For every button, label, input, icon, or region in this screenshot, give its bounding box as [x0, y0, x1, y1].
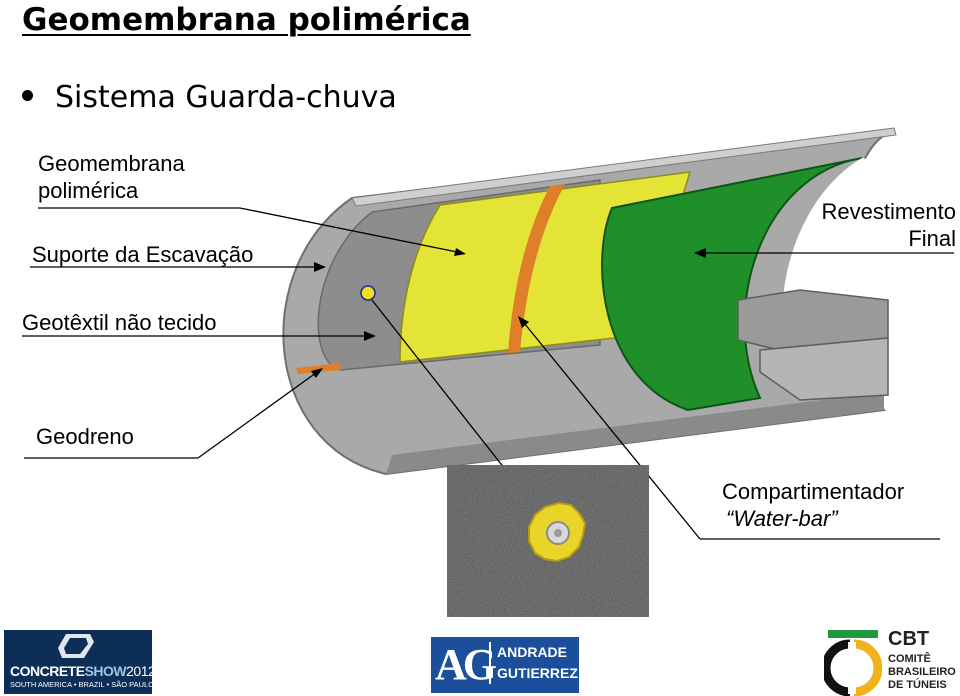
label-waterbar: “Water-bar” [726, 506, 838, 531]
leader-geomembrana-diag [239, 207, 463, 254]
geotextile-fixing-disc [360, 285, 376, 301]
label-suporte: Suporte da Escavação [32, 242, 254, 267]
andrade-gutierrez-logo: AG ANDRADE GUTIERREZ [431, 637, 579, 693]
arrowhead-geotextil [364, 331, 376, 341]
cbt-emblem-icon [824, 630, 882, 696]
concrete-show-wordmark: CONCRETESHOW2012 [10, 663, 152, 679]
arrowhead-geodreno [311, 368, 323, 378]
label-revestimento-line2: Final [908, 226, 956, 251]
bullet-dot-icon [22, 90, 33, 101]
bullet-item: Sistema Guarda-chuva [22, 80, 397, 115]
invert-step [759, 337, 889, 401]
ag-wordmark: ANDRADE GUTIERREZ [489, 642, 579, 684]
cbt-acronym: CBT [888, 628, 930, 650]
label-compartimentador: Compartimentador “Water-bar” [722, 478, 904, 532]
label-revestimento-line1: Revestimento [821, 199, 956, 224]
leader-geodreno-diag [197, 369, 321, 459]
label-geotextil: Geotêxtil não tecido [22, 310, 217, 335]
concrete-show-tagline: SOUTH AMERICA • BRAZIL • SÃO PAULO [10, 680, 152, 689]
cbt-wordmark: COMITÊ BRASILEIRO DE TÚNEIS [888, 653, 956, 691]
label-compartimentador-line1: Compartimentador [722, 479, 905, 504]
arrowhead-geomembrana [454, 248, 466, 256]
arrowhead-suporte [314, 262, 326, 272]
label-revestimento: Revestimento Final [790, 198, 956, 252]
page-title: Geomembrana polimérica [22, 2, 471, 38]
leader-waterbar-diag [519, 317, 701, 540]
concrete-show-logo: CONCRETESHOW2012 SOUTH AMERICA • BRAZIL … [4, 630, 152, 694]
ag-mark-icon: AG [435, 640, 497, 689]
label-geomembrana: Geomembrana polimérica [38, 150, 185, 204]
geodrain-strip [296, 363, 341, 374]
label-geodreno: Geodreno [36, 424, 134, 449]
final-lining-layer [601, 157, 863, 412]
label-geomembrana-line2: polimérica [38, 178, 139, 203]
yellow-fixing-disc-icon [528, 501, 587, 563]
cbt-logo: CBT COMITÊ BRASILEIRO DE TÚNEIS [824, 628, 960, 696]
concrete-show-emblem-icon [58, 634, 94, 658]
support-shell-bottom-face [386, 392, 884, 474]
arrowhead-revestimento [694, 248, 706, 258]
bullet-text: Sistema Guarda-chuva [55, 80, 397, 115]
waterbar-strip [508, 184, 565, 353]
geotextile-disc-photo [447, 465, 649, 617]
support-shell-top-edge [351, 127, 897, 207]
arrowhead-waterbar [518, 316, 529, 328]
label-geomembrana-line1: Geomembrana [38, 151, 185, 176]
